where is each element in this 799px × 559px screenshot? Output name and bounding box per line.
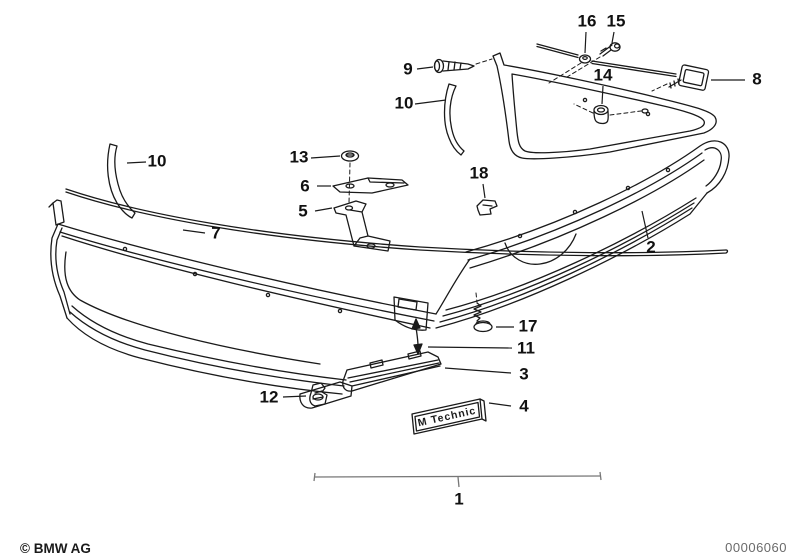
footer-doc-number: 00006060	[725, 540, 787, 555]
part-6-plate	[332, 177, 409, 194]
label-part-11: 11	[517, 338, 535, 357]
part-17-screw	[473, 292, 493, 333]
label-part-16: 16	[578, 11, 597, 30]
label-part-12: 12	[260, 387, 279, 406]
part-4-badge-m-technic	[411, 398, 487, 435]
label-part-2: 2	[646, 237, 655, 256]
label-part-13: 13	[290, 147, 309, 166]
part-5-bracket	[333, 200, 391, 252]
part-8-bracket	[651, 64, 710, 92]
part-14-plug	[573, 103, 642, 125]
label-part-3: 3	[519, 364, 528, 383]
label-part-15: 15	[607, 11, 626, 30]
part-3-trim-strip	[299, 350, 442, 409]
bumper-right-section	[435, 140, 730, 329]
part-7-molding	[65, 188, 729, 257]
label-part-4: 4	[519, 396, 529, 415]
part-1-bracket-line	[313, 471, 602, 488]
leader-lines	[126, 31, 745, 407]
part-13-nut	[340, 150, 360, 204]
label-part-1: 1	[454, 489, 463, 508]
retaining-rod	[536, 43, 677, 78]
footer-copyright: © BMW AG	[20, 541, 91, 556]
part-18-clip	[476, 199, 498, 216]
bumper-left-section	[48, 199, 471, 395]
label-part-8: 8	[752, 69, 761, 88]
part-15-screw	[566, 42, 621, 78]
label-part-14: 14	[594, 65, 613, 84]
label-part-9: 9	[403, 59, 412, 78]
rear-corner-panel	[492, 52, 717, 160]
part-10-strip-right	[443, 83, 465, 156]
part-9-screw	[433, 58, 493, 74]
part-12-clip	[309, 382, 328, 407]
label-part-7: 7	[211, 223, 220, 242]
label-part-17: 17	[519, 316, 538, 335]
part-10-strip-left	[106, 143, 136, 219]
label-part-10-left: 10	[148, 151, 167, 170]
label-part-18: 18	[470, 163, 489, 182]
label-part-10-right: 10	[395, 93, 414, 112]
part-16-washer	[548, 54, 592, 84]
label-part-5: 5	[298, 201, 307, 220]
part-11-arrow	[411, 318, 423, 355]
label-part-6: 6	[300, 176, 309, 195]
